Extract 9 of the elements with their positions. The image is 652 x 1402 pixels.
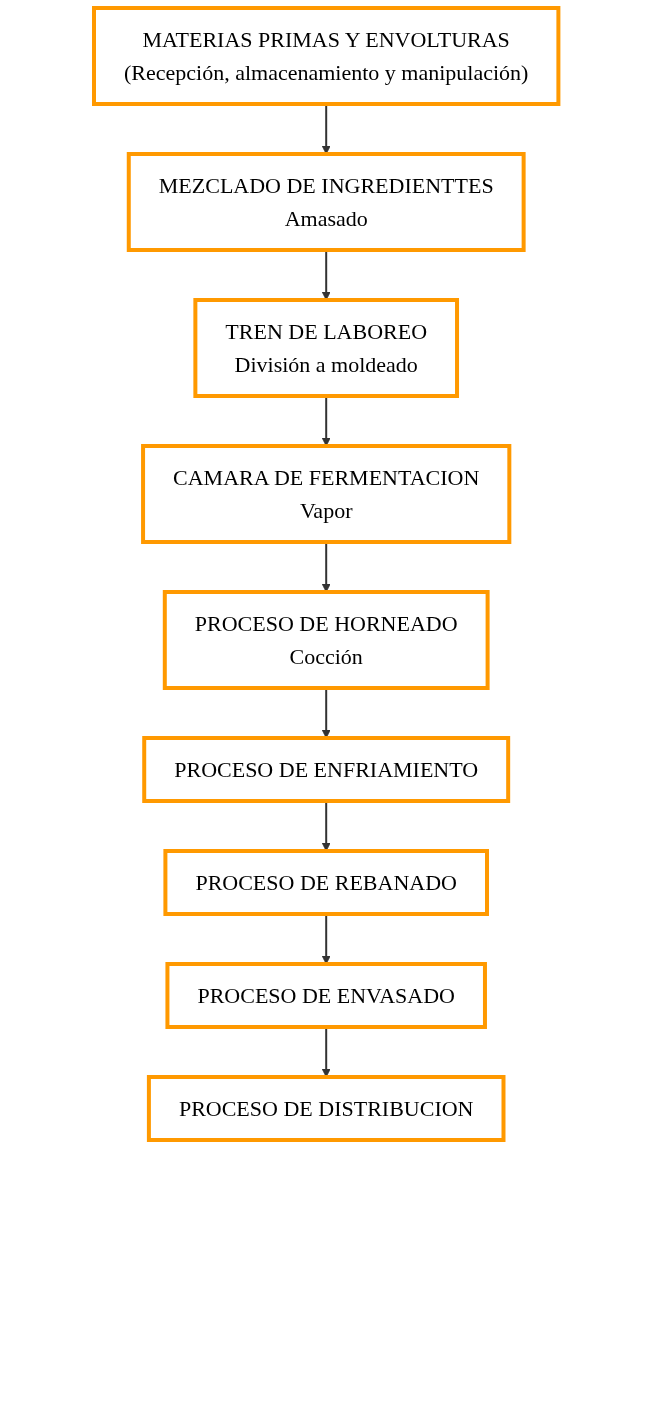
node-box: PROCESO DE DISTRIBUCION [146, 1075, 506, 1142]
node-box: PROCESO DE HORNEADO Cocción [162, 590, 490, 690]
node-box: PROCESO DE REBANADO [163, 849, 489, 916]
node-box: TREN DE LABOREO División a moldeado [193, 298, 459, 398]
node-box: PROCESO DE ENFRIAMIENTO [142, 736, 510, 803]
node-box: PROCESO DE ENVASADO [165, 962, 487, 1029]
node-box: CAMARA DE FERMENTACION Vapor [140, 444, 512, 544]
node-box: MATERIAS PRIMAS Y ENVOLTURAS (Recepción, almacenamiento y manipulación) [91, 6, 561, 106]
node-box: MEZCLADO DE INGREDIENTTES Amasado [126, 152, 526, 252]
